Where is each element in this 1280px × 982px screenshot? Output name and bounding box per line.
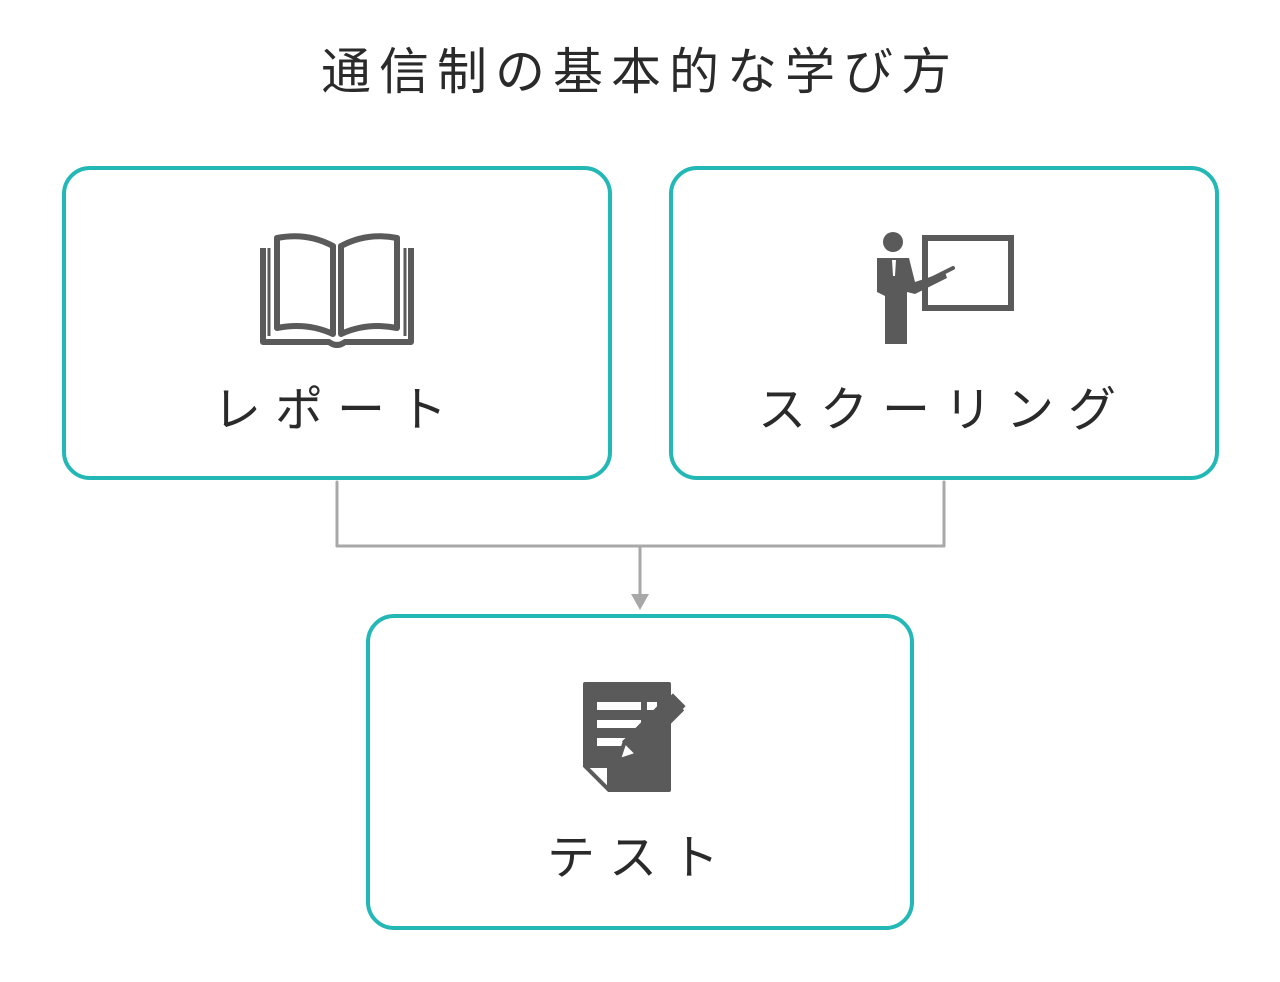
test-label: テスト — [546, 830, 733, 886]
report-label: レポート — [212, 382, 461, 438]
schooling-box: スクーリング — [669, 166, 1219, 480]
schooling-label: スクーリング — [757, 382, 1130, 438]
diagram-title: 通信制の基本的な学び方 — [321, 43, 959, 101]
arrow-head — [631, 594, 649, 610]
teacher-whiteboard-icon — [869, 232, 1019, 354]
test-paper-pencil-icon — [577, 676, 703, 802]
open-book-icon — [259, 230, 415, 352]
report-box: レポート — [62, 166, 612, 480]
test-box: テスト — [366, 614, 914, 930]
